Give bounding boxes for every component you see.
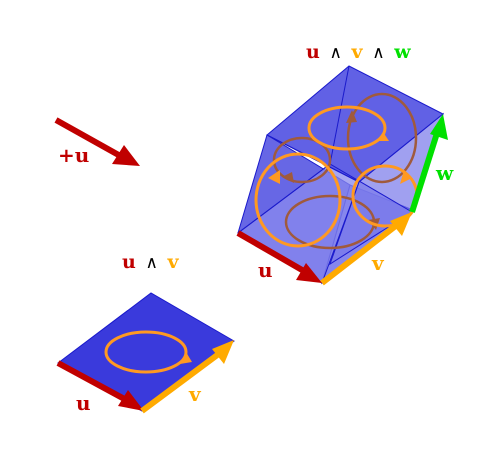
circulation-top bbox=[307, 105, 387, 151]
trivector-title: u ∧ v ∧ w bbox=[306, 41, 411, 63]
circulation-left-arrow bbox=[268, 170, 280, 184]
vector-plus-u: +u bbox=[54, 117, 140, 167]
hidden-edge-3 bbox=[329, 163, 413, 213]
trivector-u-wedge-v-wedge-w: u ∧ v ∧ w bbox=[236, 41, 454, 286]
trivector-title-u: u bbox=[306, 41, 320, 63]
trivector-title-v: v bbox=[351, 41, 364, 63]
bivector-v-label: v bbox=[188, 382, 202, 406]
trivector-w-shaft bbox=[409, 129, 441, 213]
circulation-top-arrow bbox=[377, 132, 389, 141]
trivector-v-shaft bbox=[320, 218, 404, 286]
trivector-title-wedge-2: ∧ bbox=[372, 43, 384, 63]
trivector-u-label: u bbox=[258, 258, 273, 282]
vector-u-shaft bbox=[54, 117, 126, 161]
hidden-edge-2 bbox=[237, 163, 331, 234]
bivector-v-shaft bbox=[140, 347, 226, 414]
circulation-right-arrow bbox=[400, 170, 412, 184]
bivector-u-shaft bbox=[56, 360, 132, 405]
trivector-u-shaft bbox=[236, 230, 311, 277]
bivector-title-u: u bbox=[122, 251, 136, 273]
circulation-back-left-arrow bbox=[282, 172, 294, 183]
bivector-circulation-arrow bbox=[180, 352, 192, 364]
bivector-title-wedge: ∧ bbox=[145, 253, 157, 273]
circulation-back-right bbox=[346, 92, 418, 184]
trivector-u-arrowhead bbox=[296, 263, 322, 283]
bivector-title-v: v bbox=[167, 251, 180, 273]
trivector-title-w: w bbox=[393, 41, 411, 63]
trivector-v-label: v bbox=[371, 251, 385, 275]
trivector-v-arrowhead bbox=[390, 212, 412, 236]
bivector-u-wedge-v: u ∧ v u v bbox=[56, 251, 235, 415]
circulation-left bbox=[254, 152, 342, 248]
vector-u-arrowhead bbox=[112, 145, 140, 166]
trivector-title-wedge-1: ∧ bbox=[329, 43, 341, 63]
plus-u-label: +u bbox=[58, 143, 89, 167]
bivector-v-arrowhead bbox=[212, 340, 234, 364]
bivector-u-arrowhead bbox=[118, 390, 144, 411]
trivector-w-label: w bbox=[435, 161, 454, 185]
trivector-w-arrowhead bbox=[430, 114, 448, 140]
bivector-title: u ∧ v bbox=[122, 251, 180, 273]
circulation-back-left bbox=[272, 136, 332, 184]
bivector-u-label: u bbox=[76, 391, 91, 415]
circulation-back-right-arrow bbox=[346, 110, 357, 123]
